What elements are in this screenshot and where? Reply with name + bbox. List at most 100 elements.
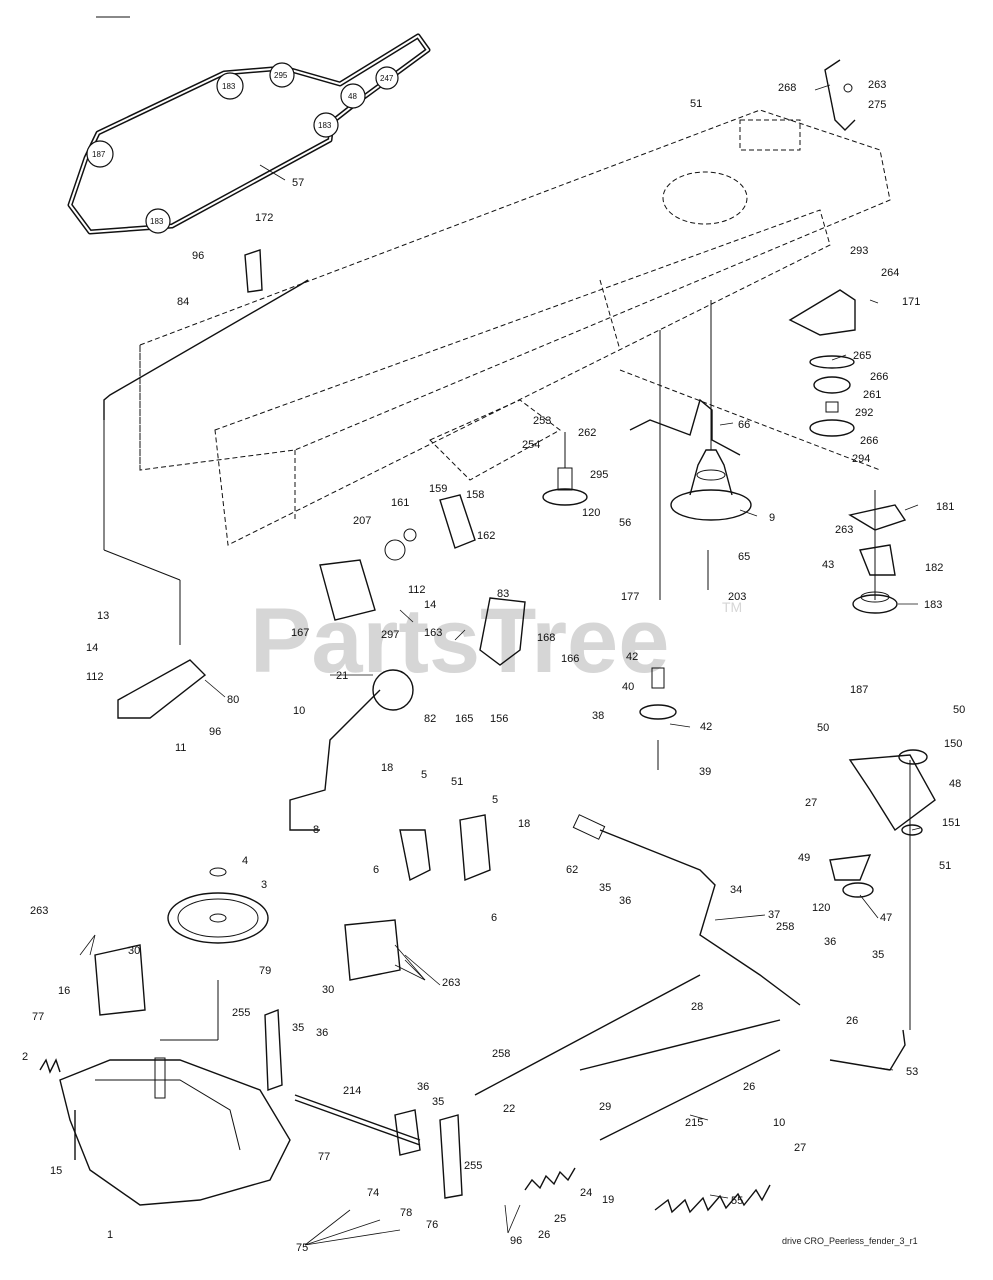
callout: 51 [451, 776, 463, 788]
callout: 3 [261, 879, 267, 891]
svg-text:183: 183 [318, 121, 332, 130]
spring-25[interactable] [524, 1167, 576, 1191]
callout: 5 [421, 769, 427, 781]
callout: 203 [728, 591, 746, 603]
belt-pulley: 187 [86, 140, 114, 168]
callout: 165 [455, 713, 473, 725]
shift-lever-8[interactable] [289, 689, 381, 831]
callout: 51 [690, 98, 702, 110]
shaft-214[interactable] [264, 1009, 463, 1199]
callout: 297 [381, 629, 399, 641]
callout: 162 [477, 530, 495, 542]
callout: 84 [177, 296, 189, 308]
callout: 159 [429, 483, 447, 495]
drive-belt[interactable] [67, 33, 431, 235]
callout: 26 [743, 1081, 755, 1093]
callout: 38 [592, 710, 604, 722]
callout: 96 [510, 1235, 522, 1247]
idler-pulley-295[interactable] [542, 432, 588, 506]
callout: 55 [731, 1195, 743, 1207]
callout: 258 [492, 1048, 510, 1060]
rod-215[interactable] [599, 1049, 781, 1141]
svg-text:48: 48 [348, 92, 357, 101]
callout: 74 [367, 1187, 379, 1199]
callout: 42 [626, 651, 638, 663]
belt-pulley: 295 [269, 62, 295, 88]
tractor-frame [139, 109, 891, 546]
callout: 30 [322, 984, 334, 996]
transaxle-pulley-3[interactable] [167, 867, 269, 944]
callout: 27 [794, 1142, 806, 1154]
callout: 166 [561, 653, 579, 665]
callout: 168 [537, 632, 555, 644]
leader-lines [79, 84, 921, 1246]
callout: 172 [255, 212, 273, 224]
callout: 177 [621, 591, 639, 603]
spring-2[interactable] [39, 1058, 61, 1074]
rod-28[interactable] [579, 1019, 781, 1071]
callout: 294 [852, 453, 870, 465]
trademark-mark: TM [722, 599, 742, 615]
callout: 57 [292, 177, 304, 189]
svg-text:183: 183 [150, 217, 164, 226]
transaxle[interactable] [59, 1057, 291, 1206]
alignment-lines [103, 300, 911, 1041]
footer-caption: drive CRO_Peerless_fender_3_r1 [782, 1236, 918, 1246]
callout: 255 [232, 1007, 250, 1019]
callout: 112 [408, 584, 426, 596]
pivot-ball-21[interactable] [372, 669, 414, 711]
callout: 1 [107, 1229, 113, 1241]
callout: 263 [30, 905, 48, 917]
callout: 42 [700, 721, 712, 733]
callout: 49 [798, 852, 810, 864]
brake-arm-80[interactable] [117, 659, 207, 719]
callout: 181 [936, 501, 954, 513]
callout: 14 [424, 599, 436, 611]
callout: 25 [554, 1213, 566, 1225]
center-pulley-38[interactable] [639, 667, 677, 770]
callout: 255 [464, 1160, 482, 1172]
callout: 35 [292, 1022, 304, 1034]
spring-55[interactable] [654, 1184, 771, 1214]
callout: 263 [442, 977, 460, 989]
callout: 6 [491, 912, 497, 924]
right-bracket-48[interactable] [829, 749, 936, 898]
spring-wire[interactable] [629, 398, 741, 456]
callout: 96 [192, 250, 204, 262]
callout: 167 [291, 627, 309, 639]
callout: 292 [855, 407, 873, 419]
svg-text:183: 183 [222, 82, 236, 91]
callout: 266 [870, 371, 888, 383]
callout: 264 [881, 267, 899, 279]
engine-pulley[interactable] [670, 449, 752, 590]
idler-bracket-assembly[interactable] [788, 289, 856, 437]
callout: 6 [373, 864, 379, 876]
bracket-30-left[interactable] [94, 944, 146, 1016]
clutch-rod[interactable] [103, 249, 309, 420]
callout: 75 [296, 1242, 308, 1254]
callout: 26 [538, 1229, 550, 1241]
callout: 35 [599, 882, 611, 894]
callout: 80 [227, 694, 239, 706]
brackets-5[interactable] [399, 814, 491, 882]
callout: 76 [426, 1219, 438, 1231]
rod-53[interactable] [829, 1029, 906, 1071]
callout: 253 [533, 415, 551, 427]
control-rod-34[interactable] [572, 814, 801, 1006]
callout: 151 [942, 817, 960, 829]
belt-pulley: 183 [216, 72, 244, 100]
rod-22[interactable] [474, 974, 701, 1096]
callout: 187 [850, 684, 868, 696]
callout: 182 [925, 562, 943, 574]
callout: 295 [590, 469, 608, 481]
callout: 161 [391, 497, 409, 509]
callout: 21 [336, 670, 348, 682]
callout: 36 [824, 936, 836, 948]
watermark: PartsTree [250, 590, 669, 692]
callout: 18 [381, 762, 393, 774]
right-pulley-183[interactable] [848, 504, 907, 614]
callout: 266 [860, 435, 878, 447]
bracket-30-center[interactable] [344, 919, 401, 981]
pto-cable-bracket[interactable] [824, 59, 856, 131]
brake-bracket[interactable] [319, 494, 526, 666]
